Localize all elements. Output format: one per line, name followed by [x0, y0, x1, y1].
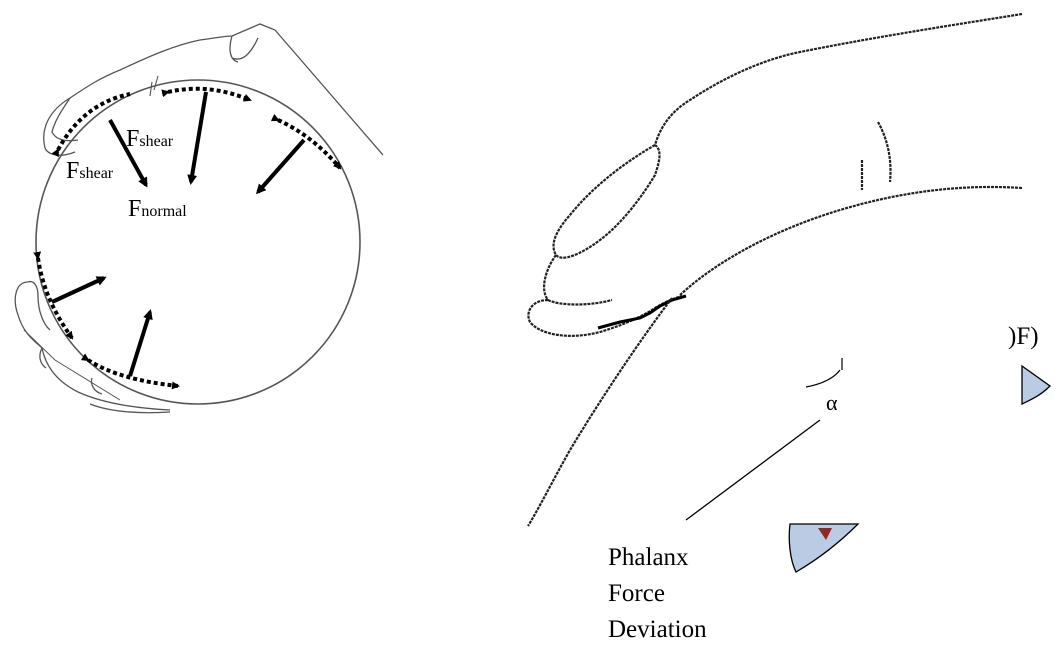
upper-hand-outline: [43, 23, 384, 156]
alpha-label: α: [826, 390, 838, 415]
lower-finger-contour: [527, 185, 1023, 337]
normal-force-arrow-1: [108, 119, 148, 188]
lower-hand-outline: [14, 280, 171, 414]
caption-line-3: Deviation: [608, 616, 707, 643]
cone-piece-bottom: [788, 523, 860, 573]
label-normal: Fnormal: [128, 196, 187, 222]
phalanx-caption: Phalanx Force Deviation: [608, 540, 707, 648]
shear-path-top-2: [161, 86, 252, 102]
normal-force-arrow-4: [51, 276, 107, 304]
shear-path-left-lower: [33, 251, 74, 340]
nail-mark: [860, 121, 892, 190]
phalanx-force-diagram: α )F): [527, 12, 1052, 573]
caption-line-2: Force: [608, 580, 665, 607]
normal-force-arrow-2: [187, 91, 208, 185]
caption-leader-line: [685, 419, 821, 521]
label-shear-left: Fshear: [66, 158, 114, 184]
contact-line: [597, 294, 687, 330]
caption-line-1: Phalanx: [608, 544, 689, 571]
angle-arc: [805, 369, 841, 388]
shear-path-right: [270, 113, 342, 170]
palm-curve: [527, 297, 673, 527]
grasped-object-circle: [35, 79, 361, 405]
shear-path-top: [51, 92, 131, 158]
clipped-label-fragment: )F): [1008, 323, 1039, 350]
red-marker: [818, 528, 832, 540]
normal-force-arrow-3: [256, 138, 306, 195]
lower-hand-edge: [23, 329, 121, 401]
normal-force-arrow-5: [128, 309, 153, 377]
upper-finger-contour: [552, 12, 1023, 259]
cone-piece-right: [1021, 364, 1052, 406]
shear-path-bottom: [80, 353, 180, 390]
upper-finger-detail: [149, 75, 159, 97]
label-shear-top: Fshear: [126, 126, 174, 152]
grasp-force-diagram: Fshear Fshear Fnormal: [14, 23, 384, 414]
